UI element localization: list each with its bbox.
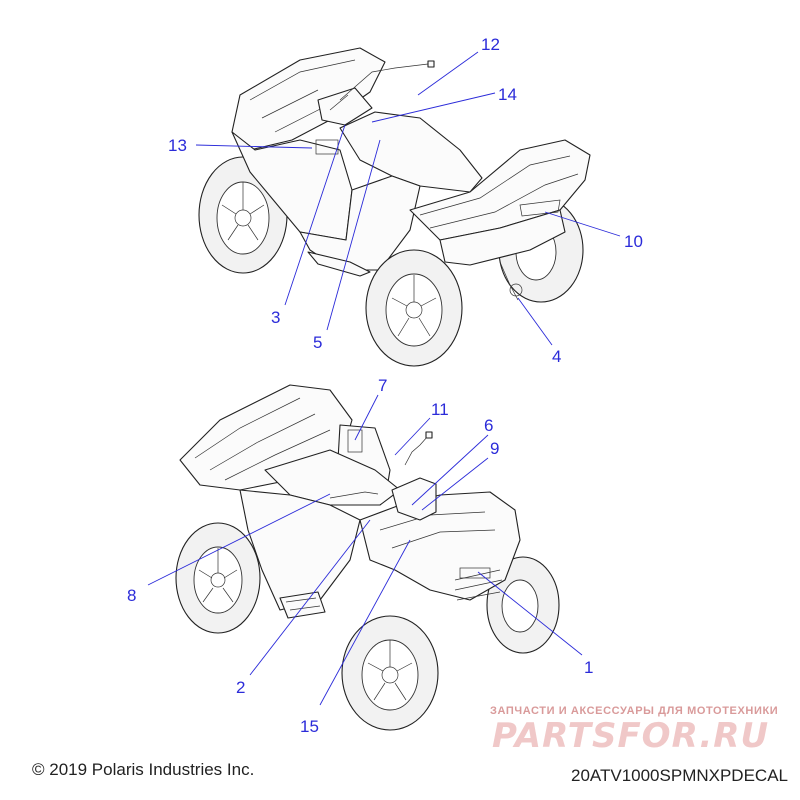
callout-15: 15	[300, 717, 319, 736]
callout-6: 6	[484, 416, 493, 435]
seat	[339, 111, 483, 193]
callout-4: 4	[552, 347, 561, 366]
leader-lines	[147, 51, 621, 706]
side-panel-lower	[239, 489, 361, 611]
footrest-rear-view	[307, 251, 371, 277]
callout-13: 13	[168, 136, 187, 155]
headlight-pod	[391, 477, 437, 521]
callout-12: 12	[481, 35, 500, 54]
callout-8: 8	[127, 586, 136, 605]
front-fender-lower	[359, 491, 521, 601]
tire-lower-front	[341, 615, 439, 731]
atv-front-view	[175, 384, 560, 731]
callout-9: 9	[490, 439, 499, 458]
copyright-text: © 2019 Polaris Industries Inc.	[32, 760, 255, 779]
tire-front-left-upper	[365, 249, 463, 367]
callout-14: 14	[498, 85, 517, 104]
callout-2: 2	[236, 678, 245, 697]
callout-1: 1	[584, 658, 593, 677]
atv-rear-view	[198, 47, 591, 367]
diagram-code: 20ATV1000SPMNXPDECAL	[570, 766, 788, 785]
callout-7: 7	[378, 376, 387, 395]
callout-5: 5	[313, 333, 322, 352]
watermark-brand: PARTSFOR.RU	[492, 716, 770, 756]
front-bumper	[439, 209, 566, 266]
tire-lower-left	[175, 522, 261, 634]
callout-11: 11	[431, 400, 449, 419]
callout-labels: 12 14 13 10 3 5 4 7 11 6 9 8 1 2 15	[127, 35, 643, 736]
watermark-tagline: ЗАПЧАСТИ И АКСЕССУАРЫ ДЛЯ МОТОТЕХНИКИ	[490, 705, 779, 717]
callout-3: 3	[271, 308, 280, 327]
callout-10: 10	[624, 232, 643, 251]
